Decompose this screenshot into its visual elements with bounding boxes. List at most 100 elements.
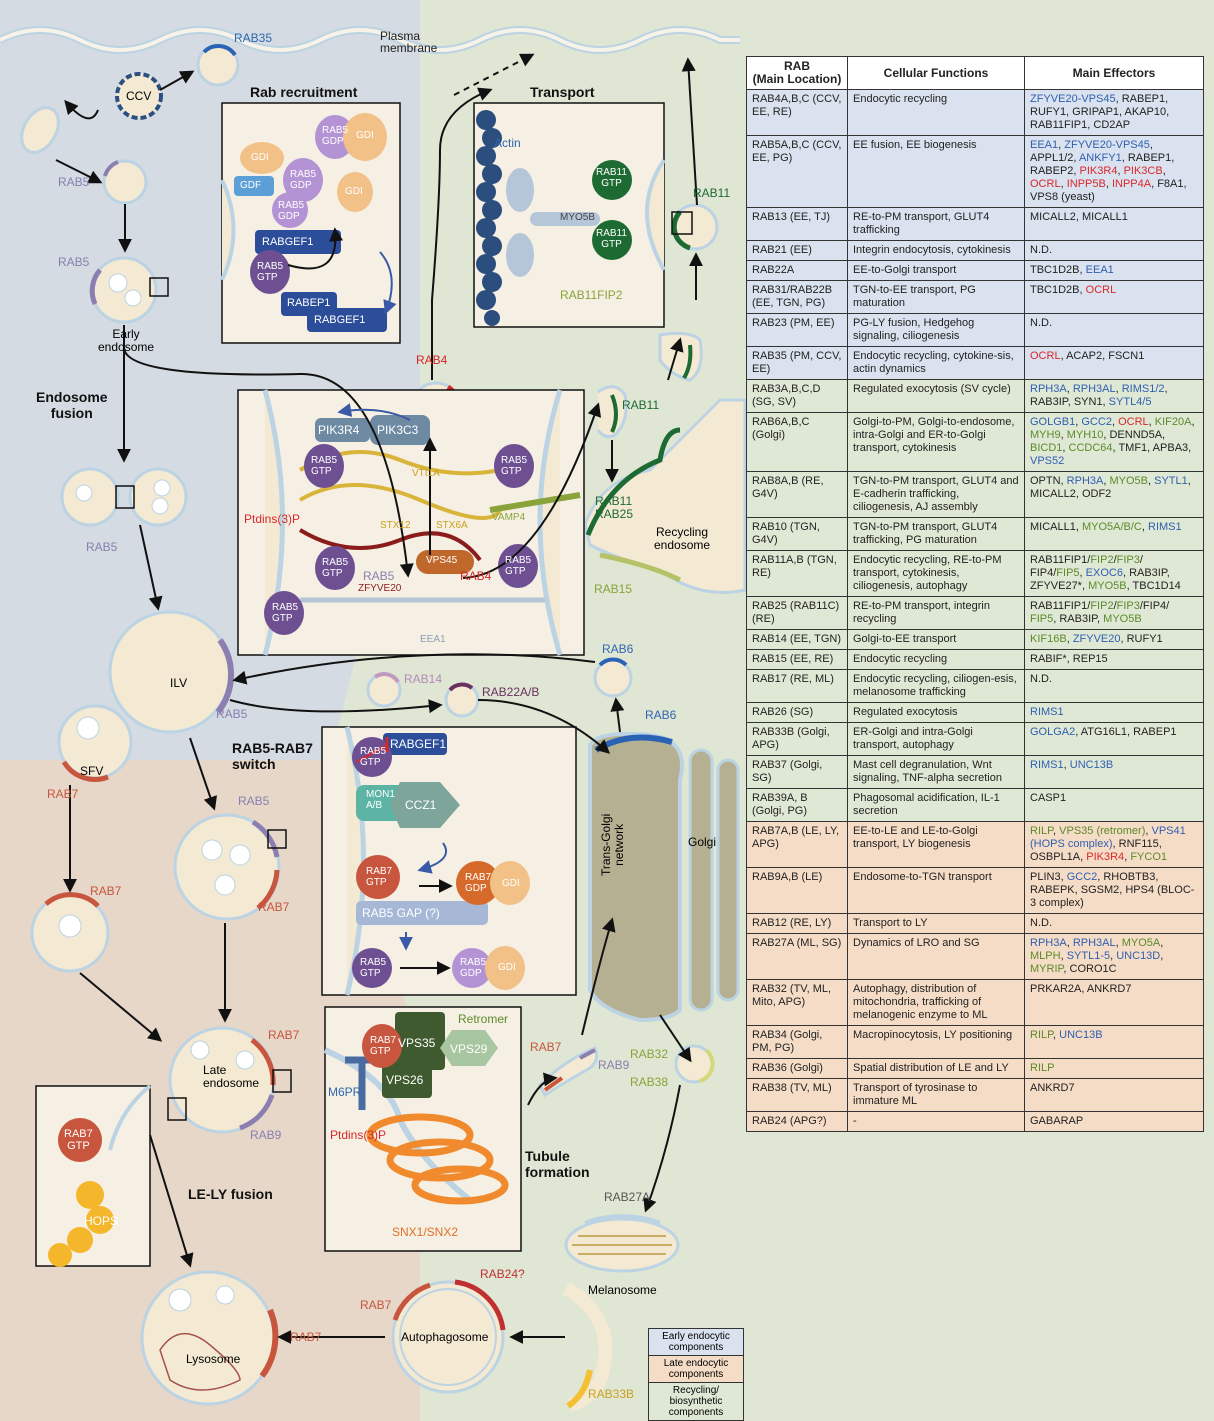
effector-text: PIK3CB [1123,165,1163,177]
rab-cell: RAB10 (TGN, G4V) [746,517,848,551]
effector-text: RIMS1/2 [1121,383,1165,395]
effector-text: , [1115,937,1122,949]
header-rab: RAB (Main Location) [746,56,848,90]
effector-text: , ACAP2, FSCN1 [1060,350,1145,362]
gdi-label-3: GDI [345,186,363,197]
rab7-label-7: RAB7 [530,1040,562,1054]
rab11-tubule [596,385,628,439]
effectors-cell: KIF16B, ZFYVE20, RUFY1 [1024,629,1204,650]
effector-text: , [1060,950,1067,962]
rab-cell: RAB38 (TV, ML) [746,1078,848,1112]
effector-text: MYRIP [1030,963,1064,975]
effector-text: , [1075,416,1082,428]
rab32-vesicle [674,1044,715,1084]
m6pr-label: M6PR [328,1085,362,1099]
rab11-rab25-label: RAB11 RAB25 [595,494,634,521]
effector-text: ZFYVE20-VPS45 [1030,93,1116,105]
header-functions: Cellular Functions [847,56,1025,90]
recycling-endosome [583,398,747,594]
effector-text: TBC1D2B, [1030,264,1086,276]
switch-title: RAB5-RAB7 switch [232,740,313,772]
rab-cell: RAB33B (Golgi, APG) [746,722,848,756]
rab38-label: RAB38 [630,1075,669,1089]
effector-text: EEA1 [1085,264,1114,276]
rab11gtp-label-2: RAB11 GTP [596,228,627,250]
effector-text: INPP4A [1111,178,1152,190]
rab-cell: RAB23 (PM, EE) [746,313,848,347]
effector-text: , [1111,416,1119,428]
rab-cell: RAB26 (SG) [746,702,848,723]
effector-text: GCC2 [1081,416,1112,428]
rab24-label: RAB24? [480,1267,525,1281]
late-endosome-label: Late endosome [203,1063,260,1090]
phagophore [562,1281,613,1412]
rab15-label: RAB15 [594,582,633,596]
effector-text: RAB11FIP1/ [1030,600,1091,612]
rab-cell: RAB25 (RAB11C) (RE) [746,596,848,630]
effectors-cell: PLIN3, GCC2, RHOBTB3, RABEPK, SGSM2, HPS… [1024,867,1204,914]
effector-text: FIP5 [1056,567,1080,579]
effector-text: UNC13D [1116,950,1161,962]
effector-text: PLIN3, [1030,871,1067,883]
effector-text: , RUFY1 [1120,633,1163,645]
early-endosome-label: Early endosome [98,327,155,354]
rab5-vesicle [102,159,148,205]
effector-text: OPTN, [1030,475,1067,487]
rabep1-label: RABEP1 [287,297,331,309]
ccz1-label: CCZ1 [405,798,437,812]
actin-filament [476,110,502,326]
vps45-label: VPS45 [426,555,458,566]
rab7-label-1: RAB7 [47,787,79,801]
rab11fip2-label: RAB11FIP2 [560,288,623,302]
effector-text: N.D. [1030,317,1052,329]
effectors-cell: RPH3A, RPH3AL, RIMS1/2, RAB3IP, SYN1, SY… [1024,379,1204,413]
effector-text: OCRL [1085,284,1117,296]
effector-text: , [1105,178,1112,190]
effector-text: , [1063,759,1070,771]
recycling-endosome-label: Recycling endosome [654,525,711,552]
effector-text: RABIF*, REP15 [1030,653,1108,665]
effector-text: PIK3R4 [1086,851,1125,863]
effector-text: OCRL [1118,416,1149,428]
effector-text: RPH3A [1030,937,1067,949]
function-cell: Autophagy, distribution of mitochondria,… [847,979,1025,1026]
effector-text: PIK3R4 [1079,165,1118,177]
effector-text: / [1113,600,1117,612]
effector-text: FYCO1 [1130,851,1167,863]
vamp4-label: VAMP4 [492,512,526,523]
rab7-label-4: RAB7 [268,1028,300,1042]
effector-text: , [1053,1029,1060,1041]
rab-cell: RAB15 (EE, RE) [746,649,848,670]
function-cell: Regulated exocytosis [847,702,1025,723]
effector-text: , [1066,937,1073,949]
effector-text: SYTL4/5 [1108,396,1152,408]
rab-cell: RAB12 (RE, LY) [746,913,848,934]
effectors-cell: N.D. [1024,313,1204,347]
sfv [57,704,133,782]
effectors-cell: PRKAR2A, ANKRD7 [1024,979,1204,1026]
vps29-label: VPS29 [450,1042,488,1056]
fusing-endosomes [60,467,188,527]
function-cell: Dynamics of LRO and SG [847,933,1025,980]
rab22ab-label: RAB22A/B [482,685,540,699]
effectors-cell: RIMS1, UNC13B [1024,755,1204,789]
effector-text: KIF16B [1030,633,1067,645]
rab7gtp-label-1: RAB7 GTP [366,866,393,888]
function-cell: PG-LY fusion, Hedgehog signaling, ciliog… [847,313,1025,347]
rab7gtp-label-3: RAB7 GTP [64,1128,93,1152]
effector-text: ANKFY1 [1078,152,1122,164]
effector-text: UNC13B [1059,1029,1103,1041]
effectors-cell: TBC1D2B, OCRL [1024,280,1204,314]
vps26-label: VPS26 [386,1073,424,1087]
rab-cell: RAB37 (Golgi, SG) [746,755,848,789]
sfv-label: SFV [80,764,104,778]
table-row: RAB5A,B,C (CCV, EE, PG)EE fusion, EE bio… [746,135,1204,208]
rab5-label-6: RAB5 [363,569,395,583]
effector-text: FIP2 [1090,554,1114,566]
ilv-label: ILV [170,676,188,690]
effectors-cell: RAB11FIP1/FIP2/FIP3/ FIP4/FIP5, EXOC6, R… [1024,550,1204,597]
ccv-label: CCV [126,89,152,103]
